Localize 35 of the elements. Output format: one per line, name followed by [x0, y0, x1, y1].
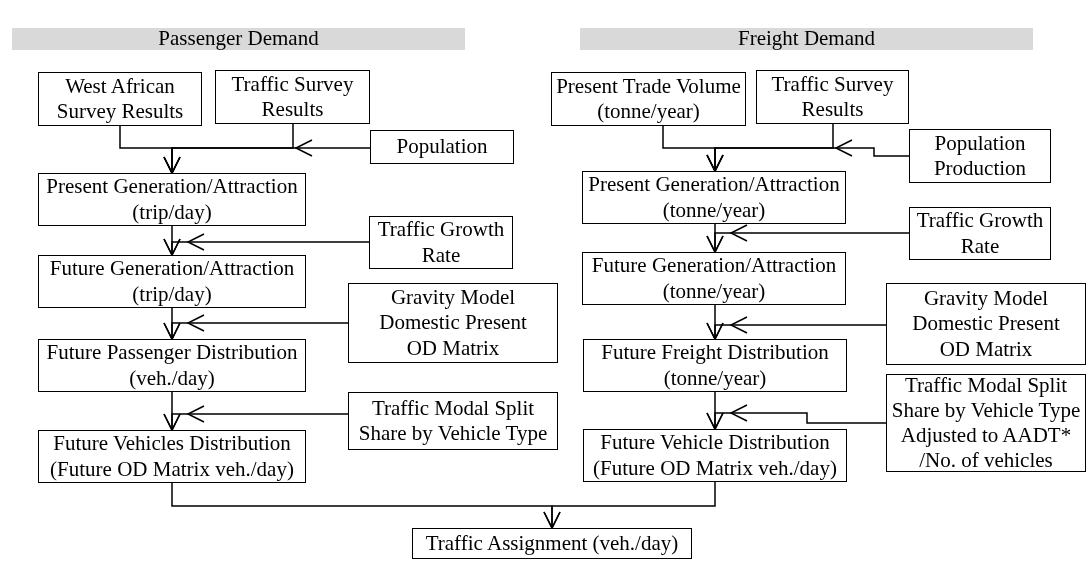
box-label: Freight Demand [737, 26, 876, 52]
box-label: Present Generation/Attraction (trip/day) [45, 174, 299, 225]
process-box [348, 392, 558, 450]
box-label: Future Generation/Attraction (tonne/year) [590, 253, 838, 304]
process-box [38, 72, 202, 126]
box-label: Future Vehicles Distribution (Future OD Matrix veh./day) [49, 431, 295, 482]
section-header-band [580, 28, 1033, 50]
box-label: Traffic Survey Results [770, 71, 895, 123]
process-box [886, 283, 1086, 365]
section-header-band [12, 28, 465, 50]
process-box [348, 283, 558, 363]
box-label: Future Vehicle Distribution (Future OD Matrix veh./day) [592, 430, 838, 481]
box-label: Traffic Survey Results [230, 71, 355, 123]
box-label: Gravity Model Domestic Present OD Matrix [378, 285, 528, 361]
process-box [756, 70, 909, 124]
box-label: Gravity Model Domestic Present OD Matrix [911, 286, 1061, 362]
process-box [412, 528, 692, 559]
box-label: Traffic Growth Rate [915, 208, 1045, 259]
box-label: West African Survey Results [55, 73, 185, 125]
box-label: Future Generation/Attraction (trip/day) [48, 256, 296, 307]
box-label: Traffic Modal Split Share by Vehicle Type Adjusted to AADT* /No. of vehicles [890, 372, 1082, 474]
process-box [909, 129, 1051, 183]
box-label: Present Trade Volume (tonne/year) [555, 73, 742, 125]
box-label: Future Freight Distribution (tonne/year) [600, 340, 830, 391]
box-label: Present Generation/Attraction (tonne/year) [587, 172, 841, 223]
box-label: Traffic Growth Rate [376, 217, 506, 268]
box-label: Population Production [932, 130, 1028, 182]
process-box [583, 339, 847, 392]
box-label: Population [396, 134, 488, 160]
process-box [215, 70, 370, 124]
process-box [370, 130, 514, 164]
box-label: Passenger Demand [158, 26, 319, 52]
box-label: Traffic Assignment (veh./day) [425, 530, 679, 557]
box-label: Future Passenger Distribution (veh./day) [45, 340, 299, 391]
box-label: Traffic Modal Split Share by Vehicle Type [357, 395, 549, 447]
